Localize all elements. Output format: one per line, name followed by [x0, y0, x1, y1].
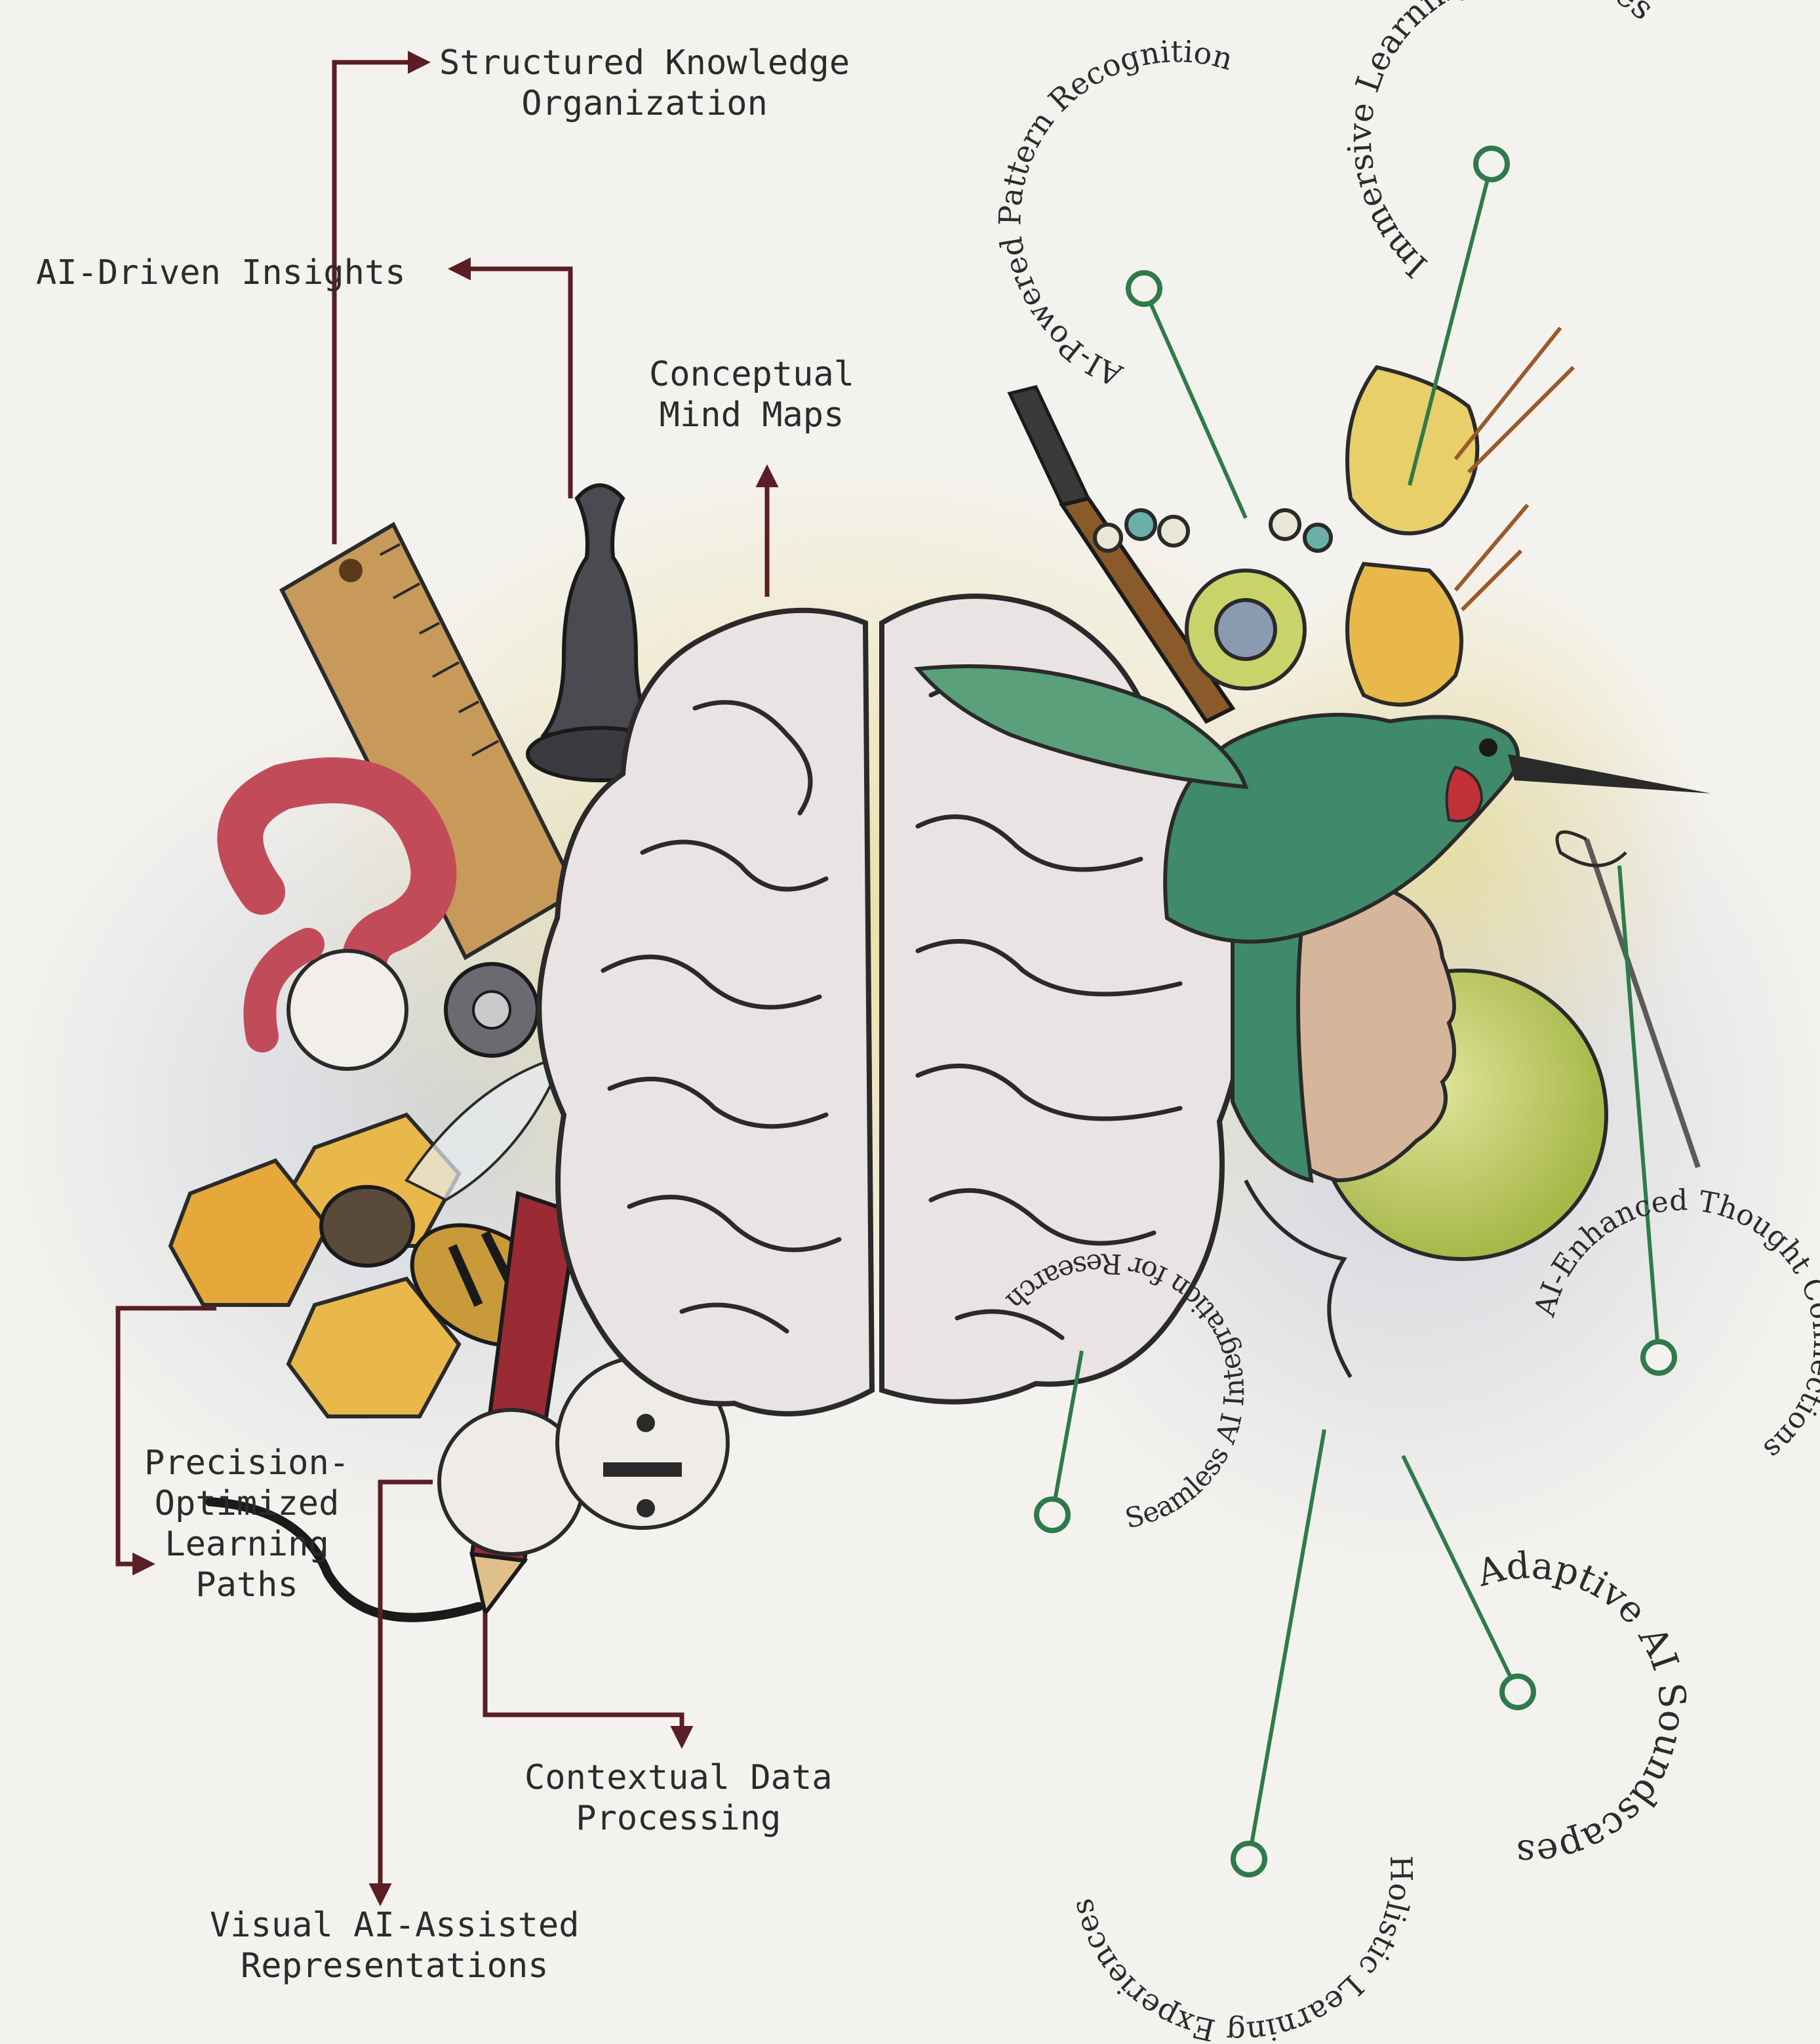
- label-adaptive-soundscapes: Adaptive AI Soundscapes: [1472, 1544, 1693, 1874]
- line-seamless-integration: [1050, 1350, 1084, 1515]
- label-line: Mind Maps: [659, 395, 844, 435]
- label-contextual-data: Contextual Data Processing: [524, 1757, 833, 1839]
- label-line: AI-Driven Insights: [36, 253, 406, 292]
- node-holistic-experiences: [1231, 1841, 1267, 1877]
- label-line: Representations: [240, 1946, 549, 1986]
- line-thought-connections: [1617, 865, 1661, 1358]
- label-visual-ai: Visual AI-Assisted Representations: [210, 1905, 580, 1986]
- arrow-structured-knowledge: [332, 50, 431, 544]
- label-precision-paths: Precision- Optimized Learning Paths: [144, 1443, 349, 1605]
- swirl-decoration: [1093, 508, 1333, 691]
- line-immersive-interfaces: [1408, 163, 1494, 486]
- node-seamless-integration: [1034, 1496, 1071, 1533]
- label-line: Precision-: [144, 1443, 350, 1483]
- line-holistic-experiences: [1247, 1429, 1326, 1860]
- label-structured-knowledge: Structured Knowledge Organization: [439, 43, 850, 124]
- brain-icon: [536, 593, 1246, 1416]
- arrow-visual-ai: [368, 1479, 433, 1906]
- label-line: Visual AI-Assisted: [210, 1906, 580, 1945]
- node-pattern-recognition: [1126, 270, 1162, 307]
- label-immersive-interfaces: Immersive Learning Interfaces: [1341, 0, 1661, 285]
- left-connector-arrows: [115, 50, 779, 1906]
- node-thought-connections: [1640, 1339, 1677, 1376]
- line-adaptive-soundscapes: [1401, 1454, 1520, 1693]
- label-line: Learning: [165, 1525, 329, 1564]
- label-line: Organization: [521, 84, 768, 123]
- hummingbird-icon: [914, 664, 1711, 944]
- line-pattern-recognition: [1142, 287, 1248, 519]
- label-line: Optimized: [154, 1484, 340, 1523]
- lily-flower-icon: [1345, 327, 1575, 707]
- right-connector-nodes: [1034, 146, 1677, 1877]
- arrow-contextual-data: [483, 1613, 694, 1749]
- arrow-ai-driven-insights: [448, 257, 573, 498]
- gear-icon: [444, 962, 540, 1058]
- label-ai-driven-insights: AI-Driven Insights: [36, 252, 406, 293]
- question-mark-icon: [217, 757, 457, 1071]
- label-line: Contextual Data: [524, 1758, 833, 1797]
- label-holistic-experiences: Holistic Learning Experiences: [1063, 1855, 1419, 2041]
- label-line: Structured Knowledge: [439, 43, 850, 83]
- label-conceptual-mind-maps: Conceptual Mind Maps: [649, 354, 854, 435]
- node-immersive-interfaces: [1473, 146, 1510, 182]
- label-pattern-recognition: AI-Powered Pattern Recognition: [992, 33, 1236, 393]
- label-line: Processing: [576, 1799, 781, 1838]
- label-line: Conceptual: [649, 355, 855, 394]
- needle-icon: [1555, 830, 1701, 1169]
- arrow-precision-paths: [115, 1306, 216, 1576]
- right-connector-lines: [1050, 163, 1661, 1860]
- node-adaptive-soundscapes: [1499, 1673, 1536, 1710]
- paintbrush-icon: [1007, 385, 1236, 724]
- label-line: Paths: [195, 1565, 298, 1605]
